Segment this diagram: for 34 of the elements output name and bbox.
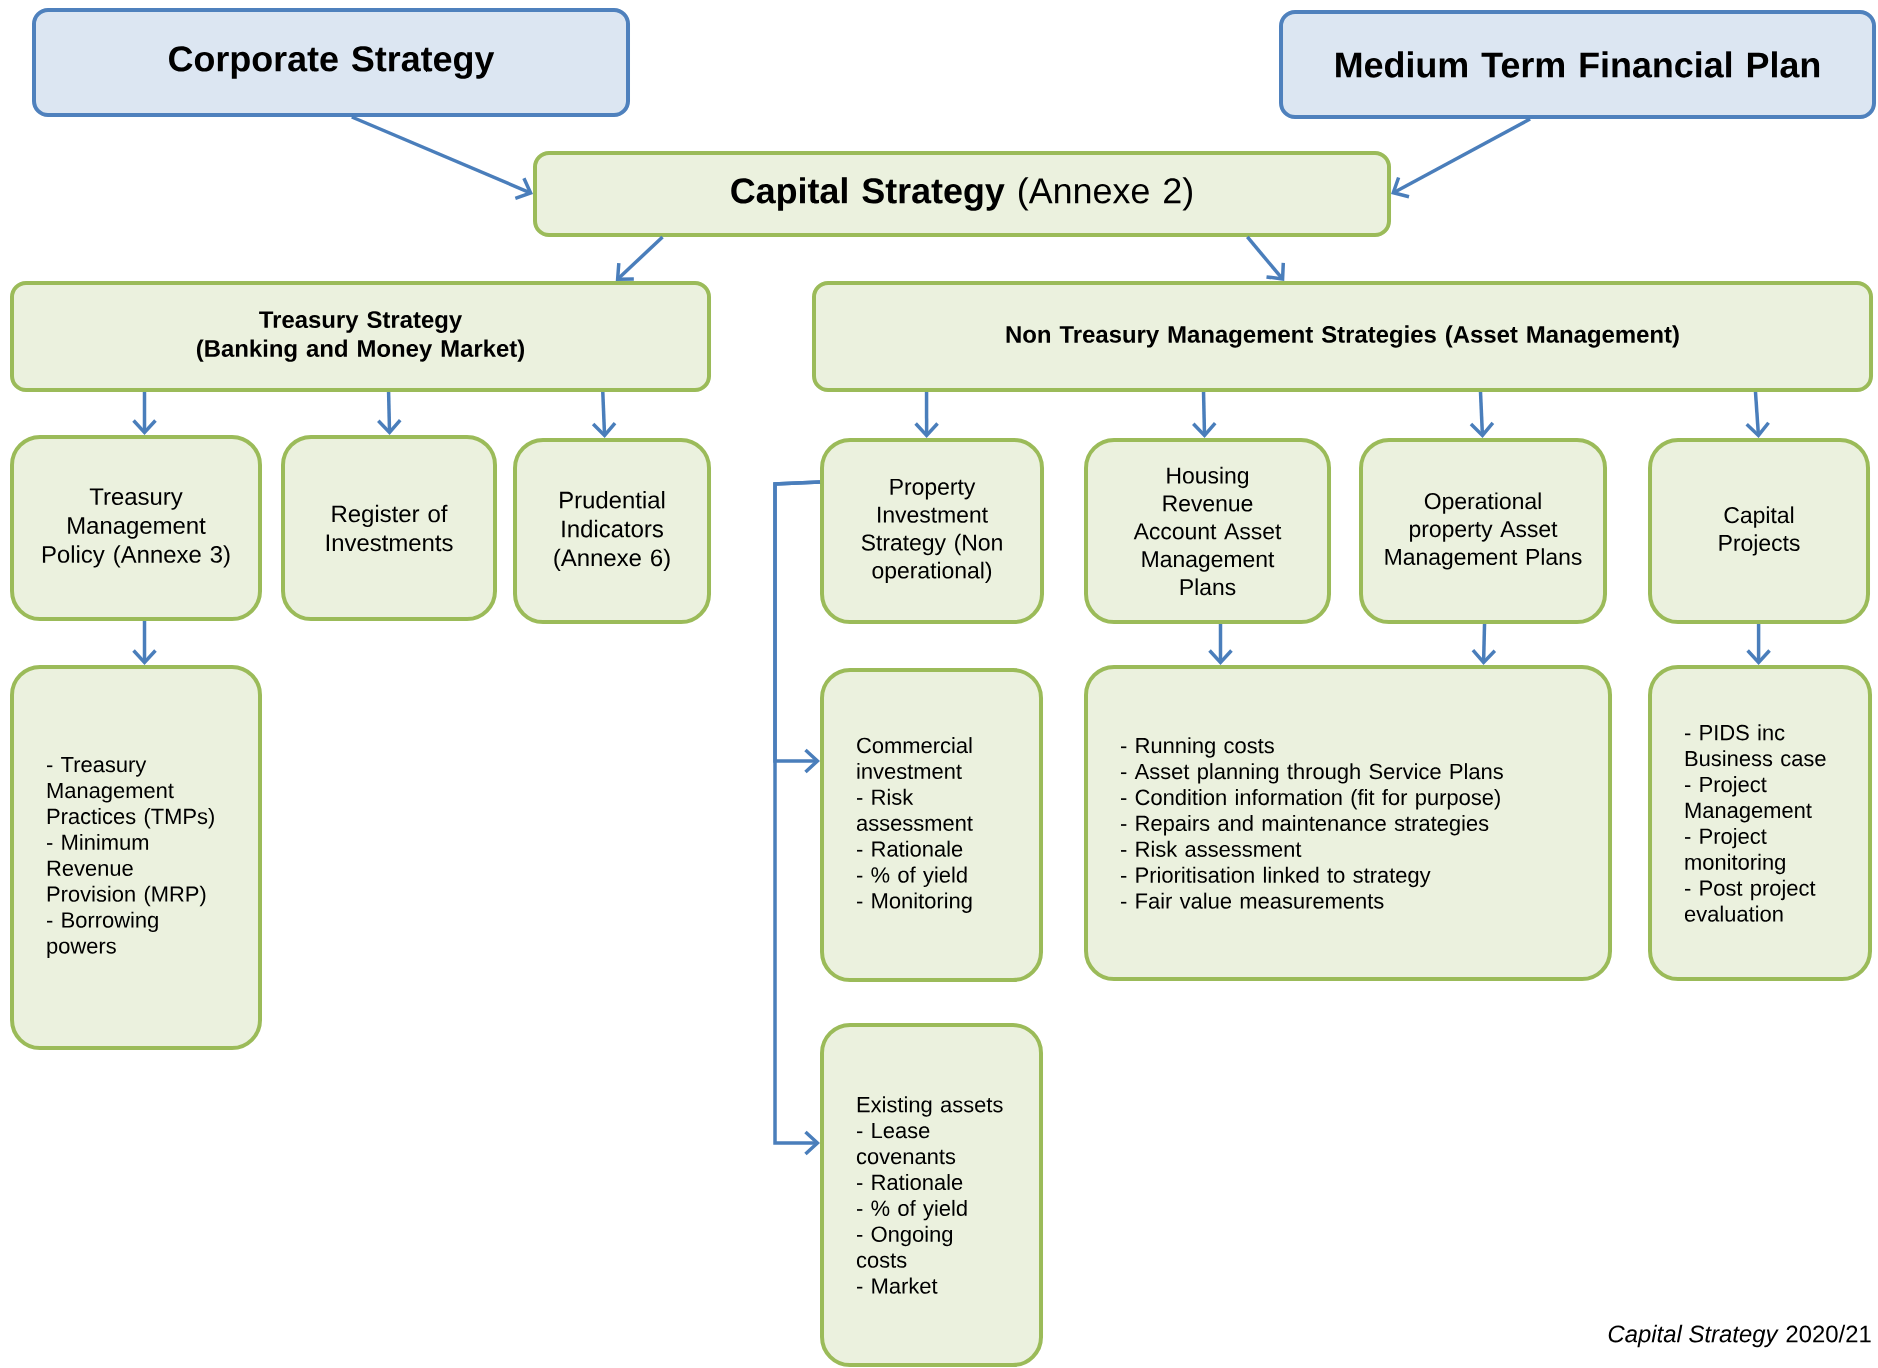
arrow bbox=[132, 392, 157, 435]
process-box: Prudential Indicators (Annexe 6) bbox=[513, 438, 711, 624]
process-box: Treasury Management Policy (Annexe 3) bbox=[10, 435, 262, 621]
arrow bbox=[351, 115, 533, 201]
process-box: Housing Revenue Account Asset Management Plans bbox=[1084, 438, 1331, 624]
arrow bbox=[591, 391, 617, 438]
strategy-box: Medium Term Financial Plan bbox=[1279, 10, 1876, 119]
arrow bbox=[1469, 391, 1495, 438]
arrow bbox=[1746, 624, 1771, 665]
process-box: Operational property Asset Management Plans bbox=[1359, 438, 1607, 624]
arrow bbox=[1208, 624, 1233, 665]
arrow bbox=[615, 235, 664, 281]
process-box: Register of Investments bbox=[281, 435, 497, 621]
note-box: - Treasury Management Practices (TMPs) - Minimum Revenue Provision (MRP) - Borrowing powers bbox=[10, 665, 262, 1050]
caption: Capital Strategy 2020/21 bbox=[1608, 1324, 1871, 1348]
arrow bbox=[1391, 117, 1531, 199]
arrow bbox=[132, 621, 157, 665]
process-box: Capital Projects bbox=[1648, 438, 1870, 624]
strategy-box: Non Treasury Management Strategies (Asset Management) bbox=[812, 281, 1873, 392]
strategy-box: Corporate Strategy bbox=[32, 8, 630, 117]
note-box: - Running costs - Asset planning through Service Plans - Condition information (fit for purpose) - Repairs and maintenance strategies - Risk assessment - Prioritisation linked to strategy - Fair value measurements bbox=[1084, 665, 1612, 981]
arrow bbox=[377, 391, 402, 435]
note-box: - PIDS inc Business case - Project Management - Project monitoring - Post project evaluation bbox=[1648, 665, 1872, 981]
arrow bbox=[1246, 235, 1286, 281]
arrow bbox=[773, 480, 821, 1156]
arrow bbox=[1471, 623, 1497, 665]
process-box: Property Investment Strategy (Non operational) bbox=[820, 438, 1044, 624]
arrow bbox=[1192, 391, 1217, 438]
note-box: Existing assets - Lease covenants - Rationale - % of yield - Ongoing costs - Market bbox=[820, 1023, 1043, 1367]
arrow bbox=[1745, 391, 1770, 438]
strategy-box: Treasury Strategy (Banking and Money Market) bbox=[10, 281, 711, 392]
note-box: Commercial investment - Risk assessment - Rationale - % of yield - Monitoring bbox=[820, 668, 1043, 982]
strategy-box: Capital Strategy (Annexe 2) bbox=[533, 151, 1391, 237]
arrow bbox=[914, 392, 939, 438]
